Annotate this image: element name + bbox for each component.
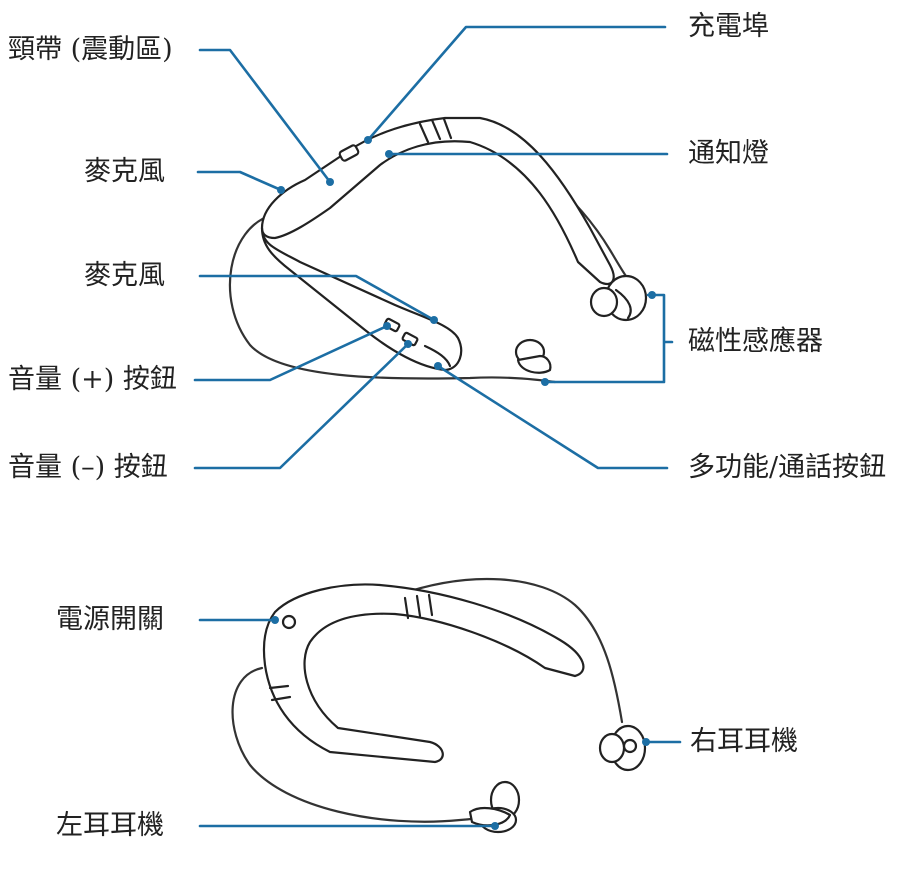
leader-multi-function: [436, 364, 669, 470]
label-mic-upper: 麥克風: [84, 156, 165, 187]
leader-magnetic-sensor-dot-b: [541, 378, 549, 386]
label-right-earbud: 右耳耳機: [690, 726, 798, 757]
bottom-neckband-body: [262, 583, 585, 764]
leader-volume-up: [193, 324, 389, 382]
leader-left-earbud-dot: [491, 822, 499, 830]
top-multi-key-line: [423, 344, 452, 368]
leader-mic-lower: [198, 274, 436, 322]
leader-mic-lower-dot: [430, 316, 438, 324]
label-charging-port: 充電埠: [688, 11, 769, 42]
leader-charging-port: [366, 25, 667, 142]
label-volume-down: 音量 (–) 按鈕: [8, 452, 168, 483]
leader-neckband: [198, 48, 332, 184]
top-neckband-body: [260, 116, 615, 286]
top-volume-up-key: [383, 317, 401, 333]
leader-mic-upper: [196, 170, 283, 192]
leader-mic-upper-dot: [277, 186, 285, 194]
label-mic-lower: 麥克風: [84, 260, 165, 291]
bottom-right-cable: [396, 577, 624, 724]
top-right-earbud: [589, 274, 648, 322]
top-headset-drawing: [228, 116, 648, 384]
label-power-switch: 電源開關: [56, 604, 164, 635]
leader-charging-port-dot: [364, 136, 372, 144]
label-neckband: 頸帶 (震動區): [8, 34, 173, 65]
leader-volume-down: [193, 342, 410, 470]
top-left-cable: [228, 213, 557, 384]
label-notification-light: 通知燈: [688, 138, 769, 169]
leader-volume-down-dot: [404, 340, 412, 348]
leader-power-switch-dot: [271, 616, 279, 624]
label-left-earbud: 左耳耳機: [56, 810, 164, 841]
bottom-band-rings: [403, 593, 434, 620]
label-multi-function: 多功能/通話按鈕: [688, 452, 887, 483]
top-band-rings: [418, 117, 453, 144]
leader-multi-function-dot: [434, 362, 442, 370]
top-left-earbud: [514, 338, 552, 374]
label-magnetic-sensor: 磁性感應器: [688, 326, 823, 357]
leader-magnetic-sensor-dot-a: [648, 291, 656, 299]
leader-notification-light-dot: [385, 150, 393, 158]
leader-volume-up-dot: [383, 322, 391, 330]
bottom-headset-drawing: [231, 577, 647, 834]
bottom-side-rings: [268, 684, 292, 702]
bottom-right-earbud: [598, 724, 647, 772]
top-charging-slot: [338, 144, 360, 162]
bottom-power-knob: [281, 614, 297, 630]
label-volume-up: 音量 (+) 按鈕: [8, 364, 177, 395]
leader-right-earbud-dot: [642, 738, 650, 746]
bottom-left-earbud: [468, 780, 521, 834]
leader-neckband-dot: [326, 178, 334, 186]
leader-lines: [193, 25, 682, 830]
